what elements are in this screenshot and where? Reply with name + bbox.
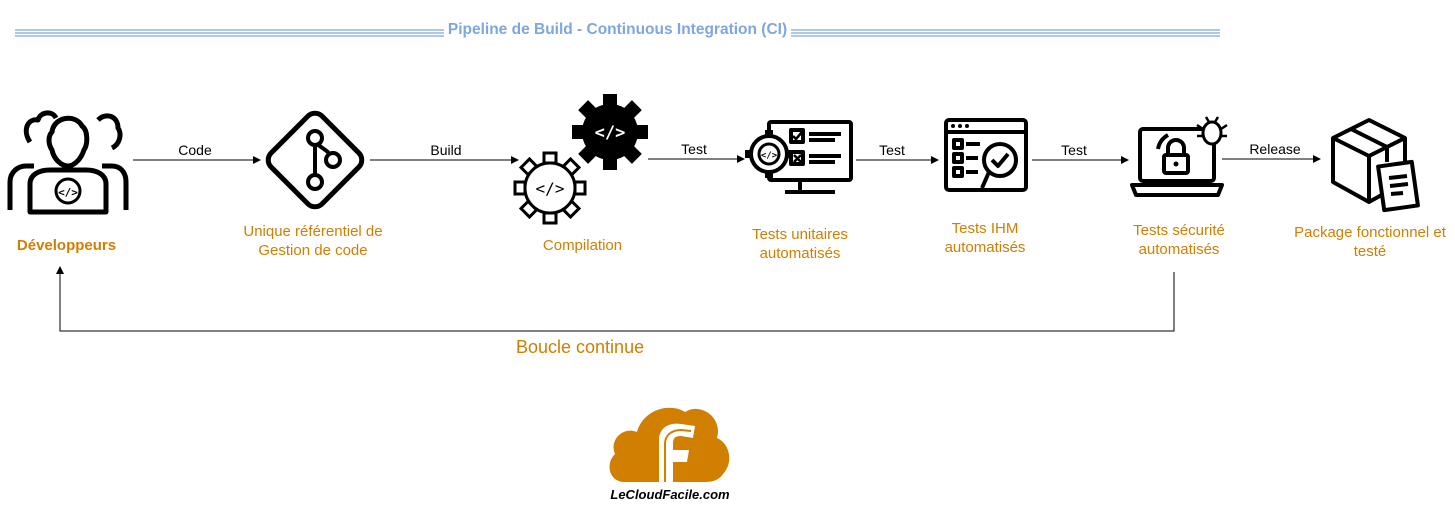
svg-text:</>: </>: [595, 123, 626, 143]
edge-label-release: Release: [1249, 141, 1301, 157]
node-label-repo: Unique référentiel de Gestion de code: [243, 223, 383, 259]
node-label-unit-tests: Tests unitaires automatisés: [752, 226, 848, 262]
laptop-lock-bug-icon: [1130, 116, 1228, 197]
package-box-icon: [1331, 118, 1420, 213]
edge-label-test-2: Test: [879, 142, 905, 158]
edge-label-build: Build: [430, 142, 462, 158]
developers-group-icon: </>: [7, 110, 129, 215]
node-label-ui-tests: Tests IHM automatisés: [944, 220, 1026, 256]
node-label-developers: Développeurs: [16, 237, 117, 254]
cloud-logo-icon: [609, 407, 730, 482]
svg-text:</>: </>: [761, 151, 778, 161]
svg-text:</>: </>: [58, 186, 78, 199]
browser-magnifier-check-icon: [944, 118, 1028, 192]
node-label-package: Package fonctionnel et testé: [1294, 224, 1446, 260]
code-gears-icon: </> </>: [513, 94, 648, 225]
brand-text: LeCloudFacile.com: [610, 487, 730, 502]
edge-label-code: Code: [178, 142, 212, 158]
git-branch-icon: [265, 110, 365, 210]
loop-label: Boucle continue: [516, 337, 645, 357]
checklist-monitor-gear-icon: </>: [745, 120, 853, 194]
edge-label-test-1: Test: [681, 141, 707, 157]
node-label-compile: Compilation: [542, 237, 623, 254]
node-label-security-tests: Tests sécurité automatisés: [1133, 222, 1225, 258]
svg-text:</>: </>: [536, 179, 565, 198]
edge-loop: [56, 266, 1175, 332]
edge-label-test-3: Test: [1061, 142, 1087, 158]
diagram-title: Pipeline de Build - Continuous Integrati…: [0, 21, 1235, 39]
